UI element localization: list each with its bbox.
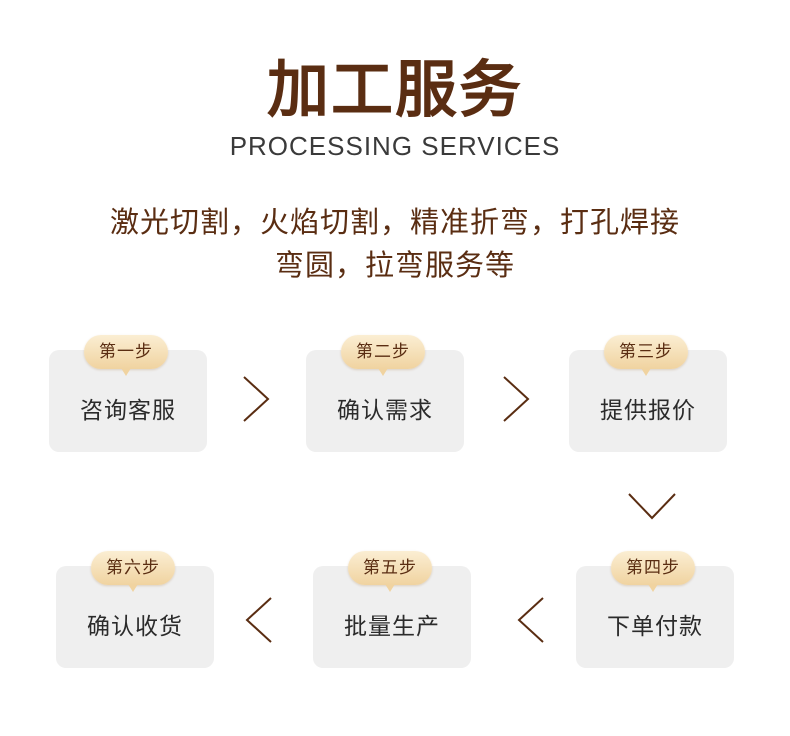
- step-6-badge-text: 第六步: [106, 558, 160, 578]
- step-3-badge-text: 第三步: [619, 342, 673, 362]
- chevron-left-icon: [517, 597, 544, 643]
- step-3-label: 提供报价: [600, 398, 696, 424]
- step-4-badge: 第四步: [611, 551, 695, 592]
- step-1-badge-text: 第一步: [99, 342, 153, 362]
- description-line-2: 弯圆，拉弯服务等: [274, 248, 515, 282]
- page-title: 加工服务: [266, 53, 523, 126]
- step-2-badge: 第二步: [341, 335, 425, 376]
- chevron-down-icon: [628, 493, 676, 520]
- step-4-label: 下单付款: [607, 614, 703, 640]
- chevron-right-icon: [243, 376, 270, 422]
- description-line-1: 激光切割，火焰切割，精准折弯，打孔焊接: [109, 205, 680, 239]
- step-4-card: 下单付款: [576, 566, 734, 668]
- step-5-badge-text: 第五步: [363, 558, 417, 578]
- step-3-badge: 第三步: [604, 335, 688, 376]
- step-1-badge: 第一步: [84, 335, 168, 376]
- step-4-badge-text: 第四步: [626, 558, 680, 578]
- step-2-label: 确认需求: [337, 398, 433, 424]
- page-subtitle: PROCESSING SERVICES: [229, 131, 561, 161]
- step-6-label: 确认收货: [87, 614, 183, 640]
- chevron-left-icon: [245, 597, 272, 643]
- chevron-right-icon: [503, 376, 530, 422]
- step-2-card: 确认需求: [306, 350, 464, 452]
- step-5-label: 批量生产: [344, 614, 440, 640]
- step-2-badge-text: 第二步: [356, 342, 410, 362]
- step-5-badge: 第五步: [348, 551, 432, 592]
- step-6-badge: 第六步: [91, 551, 175, 592]
- step-1-label: 咨询客服: [80, 398, 176, 424]
